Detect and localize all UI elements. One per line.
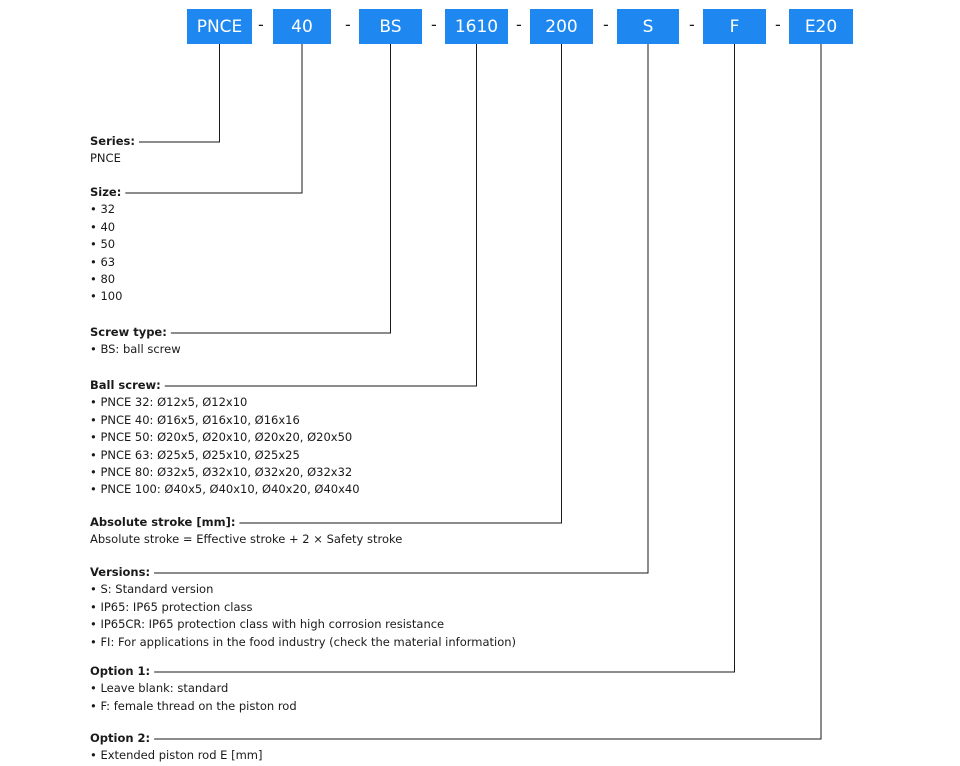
section-line: Absolute stroke = Effective stroke + 2 ×… (90, 532, 403, 547)
section-line: • PNCE 40: Ø16x5, Ø16x10, Ø16x16 (90, 412, 300, 427)
separator: - (431, 15, 437, 34)
section-absolute-stroke: Absolute stroke [mm]: Absolute stroke = … (90, 514, 402, 549)
order-code-row: PNCE - 40 - BS - 1610 - 200 - S - F - E2… (0, 0, 960, 50)
section-line: • Extended piston rod E [mm] (90, 748, 263, 763)
section-series: Series: PNCE (90, 133, 135, 168)
section-line: • PNCE 100: Ø40x5, Ø40x10, Ø40x20, Ø40x4… (90, 482, 360, 497)
section-heading: Option 2: (90, 731, 151, 745)
section-heading: Size: (90, 185, 122, 199)
section-line: PNCE (90, 151, 121, 166)
section-size: Size: • 32 • 40 • 50 • 63 • 80 • 100 (90, 184, 122, 306)
section-heading: Series: (90, 134, 135, 148)
section-line: • 100 (90, 289, 123, 304)
connector-line (239, 44, 562, 524)
separator: - (345, 15, 351, 34)
separator: - (258, 15, 264, 34)
code-segment-option-2: E20 (789, 9, 853, 44)
separator: - (603, 15, 609, 34)
section-line: • PNCE 50: Ø20x5, Ø20x10, Ø20x20, Ø20x50 (90, 430, 353, 445)
separator: - (775, 15, 781, 34)
code-segment-screw-type: BS (359, 9, 422, 44)
section-option-2: Option 2: • Extended piston rod E [mm] (90, 730, 262, 765)
separator: - (516, 15, 522, 34)
section-heading: Screw type: (90, 325, 167, 339)
section-line: • Leave blank: standard (90, 681, 229, 696)
connector-line (154, 44, 822, 740)
section-line: • IP65CR: IP65 protection class with hig… (90, 617, 445, 632)
section-heading: Option 1: (90, 664, 151, 678)
section-line: • IP65: IP65 protection class (90, 599, 253, 614)
section-line: • 50 (90, 237, 116, 252)
section-option-1: Option 1: • Leave blank: standard • F: f… (90, 663, 297, 715)
section-heading: Ball screw: (90, 378, 161, 392)
section-versions: Versions: • S: Standard version • IP65: … (90, 564, 516, 651)
connector-line (170, 44, 391, 334)
section-line: • PNCE 63: Ø25x5, Ø25x10, Ø25x25 (90, 447, 300, 462)
section-line: • 63 (90, 254, 116, 269)
code-segment-stroke: 200 (530, 9, 593, 44)
section-line: • 80 (90, 272, 116, 287)
section-ball-screw: Ball screw: • PNCE 32: Ø12x5, Ø12x10 • P… (90, 377, 360, 499)
connector-line (154, 44, 649, 574)
section-line: • PNCE 80: Ø32x5, Ø32x10, Ø32x20, Ø32x32 (90, 465, 353, 480)
section-line: • 32 (90, 202, 116, 217)
section-screw-type: Screw type: • BS: ball screw (90, 324, 181, 359)
code-segment-size: 40 (273, 9, 331, 44)
separator: - (689, 15, 695, 34)
connector-line (125, 44, 303, 194)
connector-line (164, 44, 477, 387)
section-heading: Absolute stroke [mm]: (90, 515, 236, 529)
code-segment-option-1: F (703, 9, 766, 44)
section-line: • BS: ball screw (90, 342, 181, 357)
code-segment-series: PNCE (187, 9, 252, 44)
connector-line (154, 44, 735, 673)
code-segment-ball-screw: 1610 (445, 9, 508, 44)
section-line: • PNCE 32: Ø12x5, Ø12x10 (90, 395, 248, 410)
section-line: • FI: For applications in the food indus… (90, 634, 517, 649)
section-line: • S: Standard version (90, 582, 214, 597)
section-line: • 40 (90, 219, 116, 234)
section-heading: Versions: (90, 565, 151, 579)
section-line: • F: female thread on the piston rod (90, 698, 297, 713)
connector-line (138, 44, 220, 143)
code-segment-version: S (617, 9, 679, 44)
